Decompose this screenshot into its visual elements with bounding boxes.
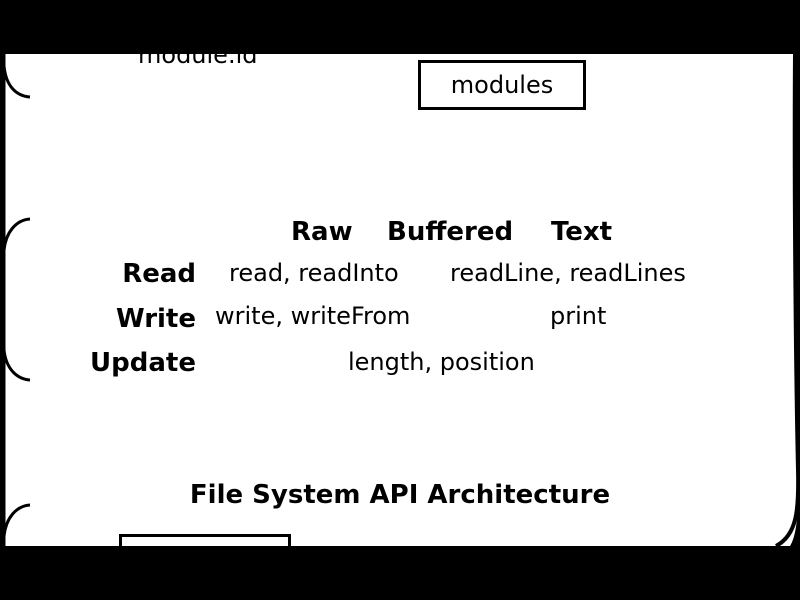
cell-update-span: length, position — [348, 348, 535, 376]
modules-node: modules — [418, 60, 586, 110]
left-scallop-1 — [2, 65, 31, 99]
top-mask — [0, 0, 800, 54]
left-scallop-4 — [2, 503, 31, 537]
left-scallop-2 — [2, 217, 31, 251]
row-label-write: Write — [115, 304, 196, 334]
col-header-text: Text — [551, 217, 613, 247]
cell-read-buffered: readLine, readLines — [450, 259, 686, 287]
cell-write-text: print — [550, 302, 607, 330]
cell-write-raw: write, writeFrom — [215, 302, 411, 330]
cell-read-raw: read, readInto — [229, 259, 399, 287]
row-label-read: Read — [122, 259, 196, 289]
paper-sheet — [4, 54, 799, 546]
col-header-buffered: Buffered — [387, 217, 514, 247]
row-label-update: Update — [90, 348, 196, 378]
col-header-raw: Raw — [291, 217, 353, 247]
bottom-mask — [0, 546, 800, 600]
modules-node-label: modules — [450, 71, 554, 99]
diagram-title: File System API Architecture — [189, 480, 611, 510]
right-frame-curve — [774, 53, 800, 548]
left-scallop-3 — [2, 349, 31, 382]
